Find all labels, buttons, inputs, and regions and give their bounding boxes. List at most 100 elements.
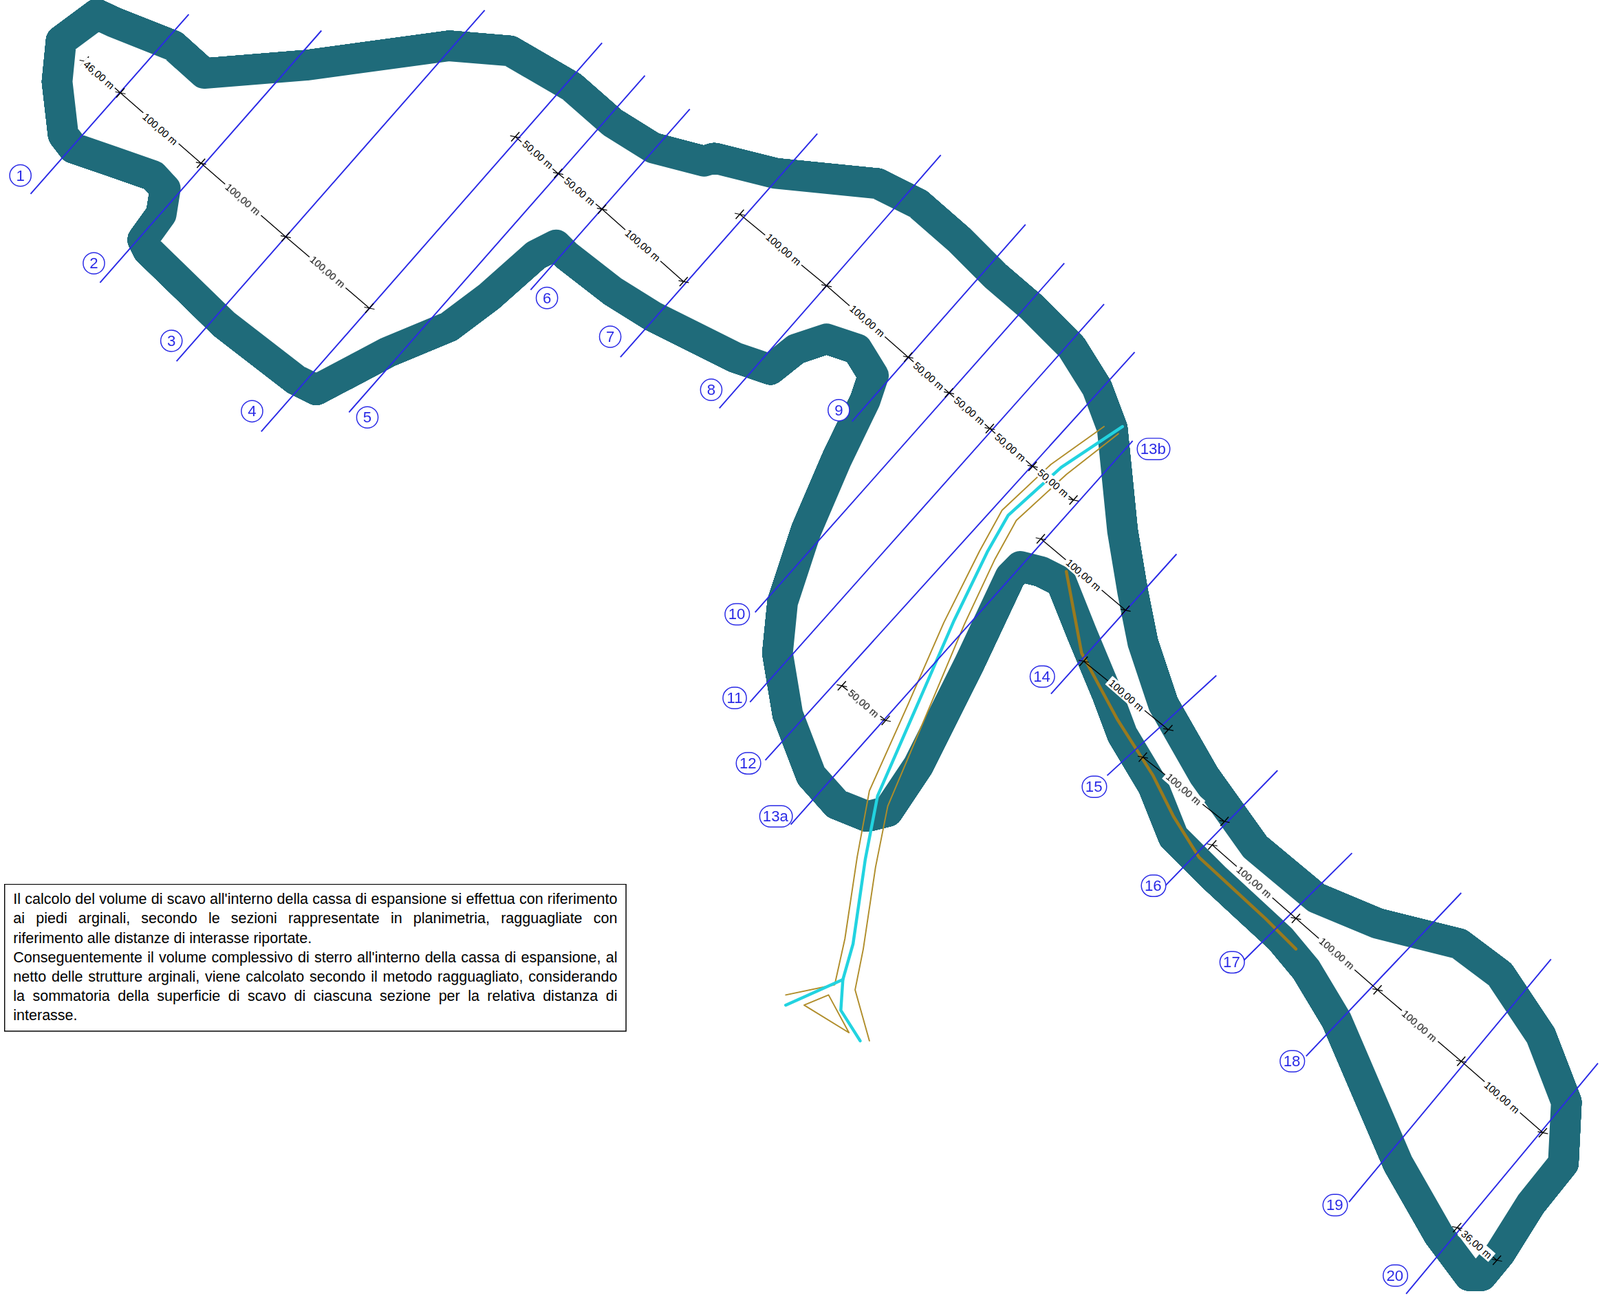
dimension-line [739,214,1074,501]
section-line [348,75,645,413]
callout-number: 19 [1322,1194,1348,1217]
dimension-tick [1219,820,1230,823]
berm-line [57,14,1567,1277]
section-line [791,440,1133,825]
callout-text: 9 [834,400,843,421]
callout-text: 13b [1140,438,1166,460]
dimension-line [515,136,684,283]
dimension-tick [1078,660,1089,663]
dimension-tick [1027,465,1039,468]
channel [785,426,1296,1041]
dimension-tick [1291,917,1302,920]
callout-number: 16 [1140,874,1166,897]
dimension-tick [903,356,914,359]
dimension-tick [1120,609,1131,612]
section-line [1348,958,1552,1202]
callout-number: 8 [700,378,723,402]
channel-axis [785,426,1123,1005]
callout-number: 9 [827,398,851,422]
dimension-tick [364,307,375,310]
callout-number: 11 [722,686,748,710]
section-line [30,14,190,194]
section-line [719,154,942,408]
dimension-line [1142,757,1225,822]
dimension-tick [280,235,291,239]
section-line [755,263,1065,613]
section-line [530,109,690,291]
dimension-chains [79,56,1549,1265]
callout-text: 20 [1386,1265,1404,1286]
dimension-tick [1163,728,1174,731]
callout-number: 18 [1278,1049,1305,1073]
dimension-tick [734,213,745,216]
callout-number: 4 [240,400,264,424]
dimension-tick [196,162,207,165]
callout-number: 6 [535,286,559,310]
embankment-crest [1066,571,1296,950]
channel-bank [785,426,1105,995]
dimension-tick [1035,537,1047,540]
berm-gap [57,14,1567,1277]
callout-text: 18 [1283,1051,1301,1072]
callout-text: 4 [247,401,256,422]
callout-text: 5 [363,407,372,428]
berm-line [57,14,1567,1277]
callout-text: 3 [167,330,176,352]
section-line [99,30,322,283]
dimension-tick [553,172,564,175]
berm-gap [57,14,1567,1277]
dimension-tick [1538,1131,1549,1134]
dimension-tick [821,284,832,287]
section-line [1306,892,1462,1056]
callout-number: 2 [82,251,106,275]
dimension-line [841,685,886,721]
dimension-tick [943,392,955,395]
dimension-line [1083,661,1169,730]
callout-text: 14 [1033,666,1051,688]
dimension-tick [1456,1060,1467,1063]
dimension-tick [1207,844,1218,847]
note-text: Conseguentemente il volume complessivo d… [13,947,618,1026]
callout-number: 12 [735,751,761,775]
berm-line [57,14,1567,1277]
section-line [765,352,1135,761]
callout-number: 13b [1136,437,1171,461]
callout-text: 10 [728,603,746,625]
dimension-line [1040,538,1126,611]
callout-text: 16 [1144,875,1162,897]
note-text: Il calcolo del volume di scavo all'inter… [13,890,618,949]
callout-text: 17 [1223,952,1241,973]
callout-text: 1 [15,165,25,186]
section-lines [30,10,1599,1294]
callout-number: 5 [356,405,380,429]
basin-embankment [57,14,1567,1277]
dimension-tick [1452,1226,1463,1229]
callout-text: 15 [1085,776,1103,798]
callout-number: 3 [160,329,183,353]
channel-axis [840,979,860,1041]
dimension-tick [985,427,996,430]
callout-text: 6 [542,287,551,309]
dimension-tick [836,684,847,687]
callout-text: 2 [89,253,98,274]
section-line [1051,553,1177,694]
berm-gap [57,14,1567,1277]
dimension-tick [597,208,608,211]
note-box: Il calcolo del volume di scavo all'inter… [4,883,627,1032]
dimension-tick [1492,1259,1503,1262]
channel-outlet [804,994,849,1033]
callout-number: 1 [8,164,32,188]
dimension-tick [510,135,521,138]
dimension-tick [115,92,126,95]
section-line [620,133,818,358]
callout-number: 17 [1218,951,1245,975]
callout-text: 12 [739,753,757,774]
berm-line [57,14,1567,1277]
callout-text: 8 [707,379,716,401]
berm-gap [57,14,1567,1277]
basin-outer-edge [57,14,1567,1277]
section-line [749,304,1105,703]
dimension-tick [1137,755,1149,759]
dimension-line [84,61,370,309]
section-line [1406,1063,1598,1294]
